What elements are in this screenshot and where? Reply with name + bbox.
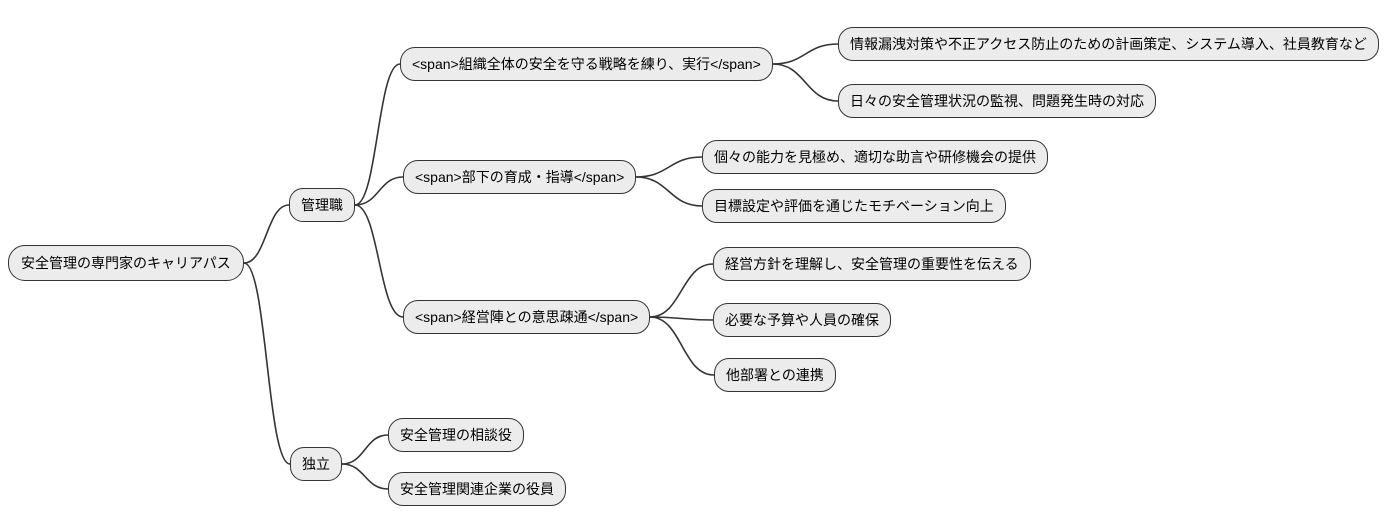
edge-root-management	[243, 204, 290, 264]
edge-develop-develop_motivate	[635, 176, 703, 207]
edge-management-strategy	[354, 63, 401, 206]
node-safety-advisor: 安全管理の相談役	[388, 418, 524, 452]
node-motivation: 目標設定や評価を通じたモチベーション向上	[702, 189, 1006, 223]
edge-independent-advisor	[341, 434, 389, 465]
edge-communication-comm_collab	[649, 316, 715, 376]
edge-strategy-strategy_plan	[772, 43, 839, 65]
node-strategy: <span>組織全体の安全を守る戦略を練り、実行</span>	[400, 47, 773, 81]
edge-management-develop	[354, 176, 404, 206]
edge-independent-officer	[341, 463, 389, 490]
edge-communication-comm_budget	[649, 316, 714, 321]
node-independent: 独立	[290, 447, 342, 481]
edge-management-communication	[354, 204, 404, 318]
edge-strategy-strategy_monitor	[772, 63, 839, 102]
node-strategy-monitoring: 日々の安全管理状況の監視、問題発生時の対応	[838, 84, 1156, 118]
edge-develop-develop_assess	[635, 156, 703, 178]
node-executive-communication: <span>経営陣との意思疎通</span>	[403, 300, 651, 334]
node-career-path-root: 安全管理の専門家のキャリアパス	[8, 245, 244, 281]
node-subordinate-development: <span>部下の育成・指導</span>	[403, 160, 637, 194]
node-company-officer: 安全管理関連企業の役員	[388, 472, 566, 506]
node-interdepartmental: 他部署との連携	[714, 358, 836, 392]
node-budget-staffing: 必要な予算や人員の確保	[713, 303, 891, 337]
node-assess-abilities: 個々の能力を見極め、適切な助言や研修機会の提供	[702, 140, 1048, 174]
node-management: 管理職	[289, 188, 355, 222]
node-policy-understanding: 経営方針を理解し、安全管理の重要性を伝える	[713, 247, 1031, 281]
edge-root-independent	[243, 262, 291, 465]
edge-communication-comm_policy	[649, 263, 714, 318]
node-strategy-planning: 情報漏洩対策や不正アクセス防止のための計画策定、システム導入、社員教育など	[838, 27, 1379, 61]
